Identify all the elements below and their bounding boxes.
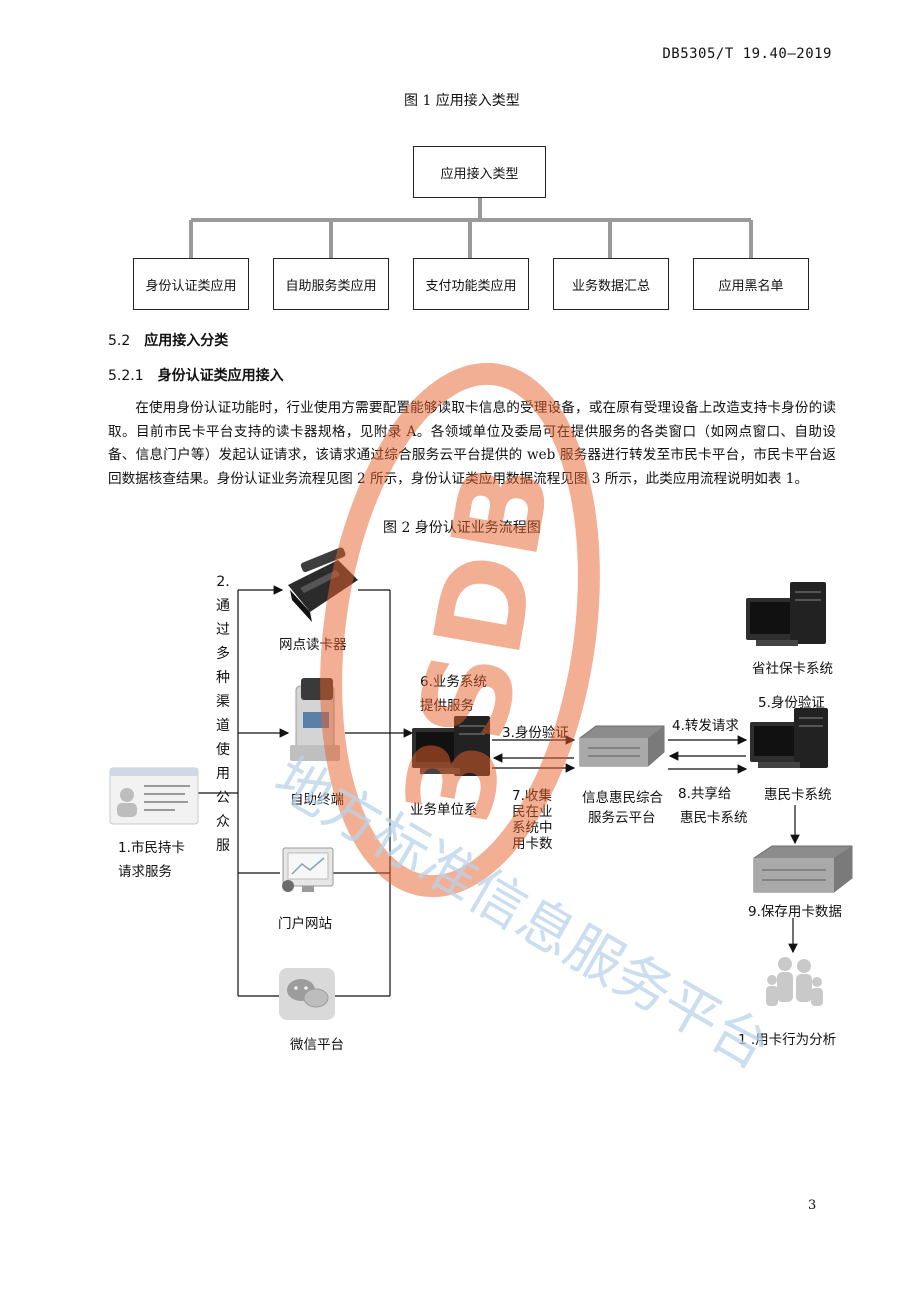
step5-label: 5.身份验证 <box>758 695 825 711</box>
section-heading-5-2-1: 5.2.1 身份认证类应用接入 <box>108 365 284 385</box>
document-code: DB5305/T 19.40—2019 <box>662 46 832 62</box>
card-reader-icon <box>288 547 358 622</box>
wechat-icon <box>279 968 335 1020</box>
section-title: 身份认证类应用接入 <box>157 368 284 384</box>
step4-label: 4.转发请求 <box>672 718 739 734</box>
vertical-char: 过 <box>216 622 230 638</box>
vertical-char: 用 <box>216 766 230 782</box>
figure1-child-box: 自助服务类应用 <box>273 258 389 310</box>
channels-vertical-label: 2. 通 过 多 种 渠 道 使 用 公 众 服 <box>214 570 232 858</box>
step8-label: 惠民卡系统 <box>680 810 748 826</box>
step7-line: 用卡数 <box>512 836 553 852</box>
figure1-child-box: 应用黑名单 <box>693 258 809 310</box>
citizen-label: 1.市民持卡 <box>118 840 185 856</box>
vertical-char: 道 <box>216 718 230 734</box>
cloud-server-icon <box>579 725 665 767</box>
step7-line: 7.收集 <box>512 788 552 804</box>
figure1-child-label: 业务数据汇总 <box>571 278 650 294</box>
storage-server-icon <box>753 845 853 893</box>
analysis-label: 1 .用卡行为分析 <box>738 1032 837 1048</box>
province-label: 省社保卡系统 <box>752 661 833 677</box>
portal-monitor-icon <box>282 847 334 892</box>
figure1-root-box: 应用接入类型 <box>413 146 546 198</box>
step6-label: 提供服务 <box>420 698 474 714</box>
figure1-child-box: 业务数据汇总 <box>553 258 669 310</box>
citizen-label: 请求服务 <box>118 864 172 880</box>
vertical-char: 使 <box>216 742 230 758</box>
step6-label: 6.业务系统 <box>420 674 487 690</box>
vertical-char: 众 <box>216 814 230 830</box>
business-system-computer-icon <box>412 716 490 776</box>
figure1-caption: 图 1 应用接入类型 <box>404 93 520 109</box>
figure1-child-box: 身份认证类应用 <box>133 258 249 310</box>
reader-label: 网点读卡器 <box>279 637 347 653</box>
family-icon <box>766 957 823 1006</box>
vertical-char: 2. <box>216 574 230 590</box>
step7-line: 系统中 <box>512 820 553 836</box>
figure1-child-label: 应用黑名单 <box>718 278 784 294</box>
figure1-root-label: 应用接入类型 <box>440 166 519 182</box>
step8-label: 8.共享给 <box>678 786 732 802</box>
figure1-child-label: 身份认证类应用 <box>145 278 237 294</box>
vertical-char: 通 <box>216 598 230 614</box>
wechat-label: 微信平台 <box>290 1037 344 1053</box>
huimin-computer-icon <box>750 708 828 768</box>
figure1-child-label: 支付功能类应用 <box>425 278 517 294</box>
cloud-label: 信息惠民综合 <box>582 790 663 806</box>
vertical-char: 种 <box>216 670 230 686</box>
step7-label: 7.收集 民在业 系统中 用卡数 <box>512 788 553 852</box>
step9-label: 9.保存用卡数据 <box>748 904 842 920</box>
figure1-child-label: 自助服务类应用 <box>285 278 377 294</box>
huimin-label: 惠民卡系统 <box>764 787 832 803</box>
vertical-char: 服 <box>216 838 230 854</box>
section-number: 5.2 <box>108 333 131 349</box>
figure1-child-box: 支付功能类应用 <box>413 258 529 310</box>
vertical-char: 渠 <box>216 694 230 710</box>
vertical-char: 多 <box>216 646 230 662</box>
kiosk-icon <box>290 678 340 761</box>
cloud-label: 服务云平台 <box>588 810 656 826</box>
section-number: 5.2.1 <box>108 368 144 384</box>
step7-line: 民在业 <box>512 804 553 820</box>
section-heading-5-2: 5.2 应用接入分类 <box>108 330 228 350</box>
province-computer-icon <box>746 582 826 646</box>
id-card-icon <box>109 767 199 825</box>
vertical-char: 公 <box>216 790 230 806</box>
biz-system-label: 业务单位系 <box>410 802 478 818</box>
step3-label: 3.身份验证 <box>502 725 569 741</box>
page-number: 3 <box>808 1198 817 1213</box>
section-title: 应用接入分类 <box>144 333 229 349</box>
kiosk-label: 自助终端 <box>290 792 344 808</box>
portal-label: 门户网站 <box>278 916 332 932</box>
